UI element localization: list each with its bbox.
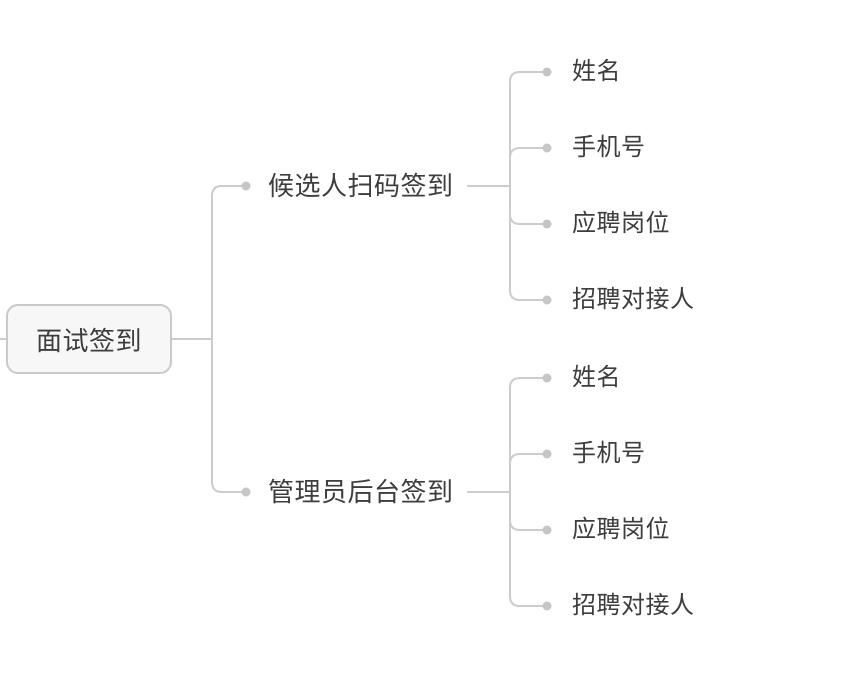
- branch-node-admin-backend-checkin[interactable]: 管理员后台签到: [268, 477, 454, 507]
- connector-trunk-level1: [211, 185, 243, 493]
- leaf-node-branch1-phone[interactable]: 手机号: [572, 134, 646, 161]
- connector-branch2-leaf3: [509, 519, 544, 531]
- leaf-node-branch2-recruiter-contact[interactable]: 招聘对接人: [572, 592, 695, 619]
- node-dot-leaf: [542, 601, 552, 611]
- connector-branch1-leaf2: [509, 147, 544, 159]
- connector-branch2-leaf2: [509, 453, 544, 465]
- root-node[interactable]: 面试签到: [6, 304, 172, 374]
- node-dot-leaf: [542, 373, 552, 383]
- leaf-node-branch2-position[interactable]: 应聘岗位: [572, 516, 670, 543]
- node-dot-leaf: [542, 449, 552, 459]
- node-dot-branch-2: [241, 487, 251, 497]
- connector-trunk-branch1: [509, 71, 544, 301]
- leaf-node-branch2-name[interactable]: 姓名: [572, 364, 621, 391]
- node-dot-leaf: [542, 525, 552, 535]
- root-node-label: 面试签到: [35, 325, 142, 356]
- leaf-node-branch2-phone[interactable]: 手机号: [572, 440, 646, 467]
- node-dot-leaf: [542, 143, 552, 153]
- node-dot-leaf: [542, 67, 552, 77]
- connector-branch1-leaf3: [509, 213, 544, 225]
- branch-node-candidate-scan-checkin[interactable]: 候选人扫码签到: [268, 171, 454, 201]
- node-dot-leaf: [542, 295, 552, 305]
- leaf-node-branch1-recruiter-contact[interactable]: 招聘对接人: [572, 286, 695, 313]
- leaf-node-branch1-name[interactable]: 姓名: [572, 58, 621, 85]
- node-dot-branch-1: [241, 181, 251, 191]
- leaf-node-branch1-position[interactable]: 应聘岗位: [572, 210, 670, 237]
- node-dot-leaf: [542, 219, 552, 229]
- connector-trunk-branch2: [509, 377, 544, 607]
